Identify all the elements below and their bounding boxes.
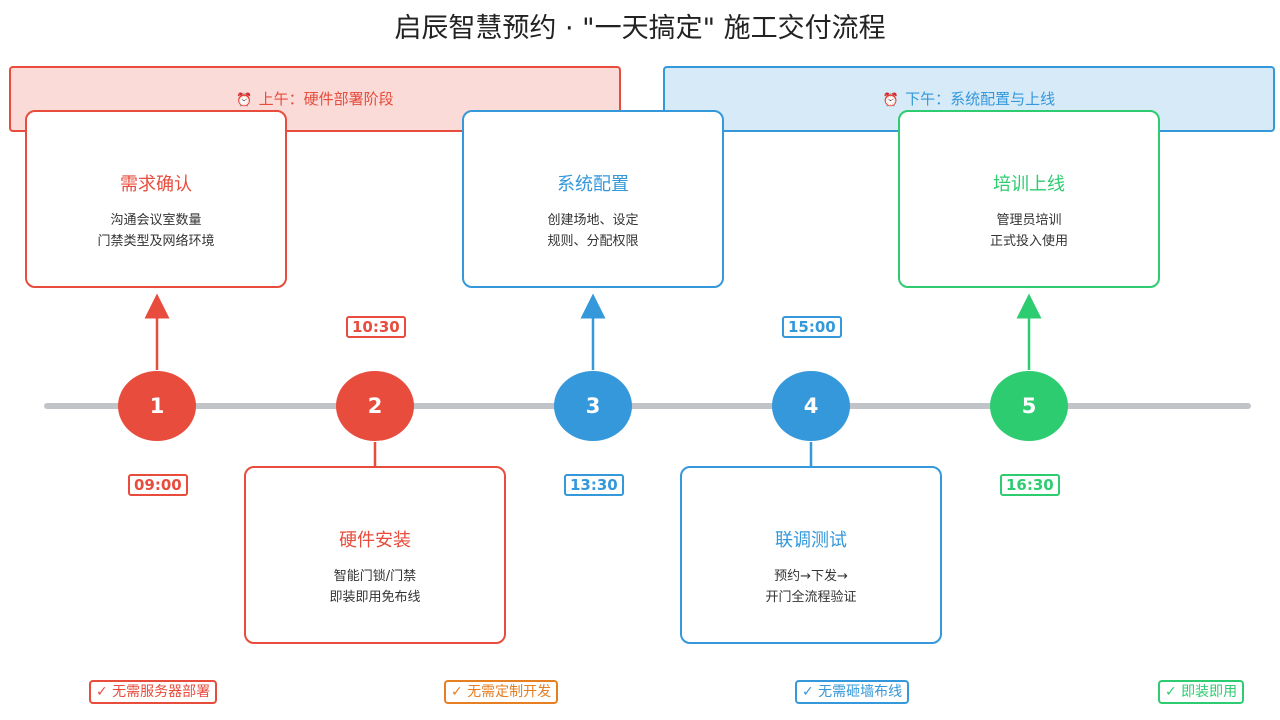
step-title: 联调测试 [775, 530, 847, 551]
step-node-1: 1 [118, 371, 196, 441]
step-desc-line: 创建场地、设定 [547, 213, 639, 228]
step-time: 15:00 [782, 316, 842, 338]
step-card-system-config: 系统配置 创建场地、设定 规则、分配权限 [462, 110, 724, 288]
step-desc-line: 沟通会议室数量 [110, 213, 202, 228]
step-desc-line: 即装即用免布线 [329, 590, 421, 605]
step-card-integration-test: 联调测试 预约→下发→ 开门全流程验证 [680, 466, 942, 644]
step-title: 培训上线 [993, 174, 1065, 195]
timeline-axis [44, 403, 1251, 409]
step-node-3: 3 [554, 371, 632, 441]
step-desc-line: 规则、分配权限 [547, 234, 639, 249]
step-time: 16:30 [1000, 474, 1060, 496]
step-node-2: 2 [336, 371, 414, 441]
step-title: 需求确认 [120, 174, 192, 195]
step-desc-line: 智能门锁/门禁 [333, 569, 417, 584]
step-card-requirements: 需求确认 沟通会议室数量 门禁类型及网络环境 [25, 110, 287, 288]
alarm-clock-icon: ⏰ [236, 93, 253, 108]
step-node-4: 4 [772, 371, 850, 441]
step-card-hardware-install: 硬件安装 智能门锁/门禁 即装即用免布线 [244, 466, 506, 644]
alarm-clock-icon: ⏰ [882, 93, 900, 108]
step-title: 硬件安装 [339, 530, 411, 551]
feature-badge-no-wiring: ✓ 无需砸墙布线 [795, 680, 910, 704]
step-time: 10:30 [346, 316, 406, 338]
feature-badge-no-custom-dev: ✓ 无需定制开发 [444, 680, 559, 704]
step-desc-line: 预约→下发→ [774, 569, 848, 584]
step-node-5: 5 [990, 371, 1068, 441]
feature-badge-no-server: ✓ 无需服务器部署 [89, 680, 218, 704]
step-desc-line: 管理员培训 [996, 213, 1062, 228]
phase-label-afternoon: 下午：系统配置与上线 [905, 90, 1056, 108]
page-title: 启辰智慧预约 · "一天搞定" 施工交付流程 [394, 13, 886, 44]
step-desc-line: 正式投入使用 [989, 234, 1068, 249]
step-title: 系统配置 [557, 174, 629, 195]
phase-label-morning: 上午：硬件部署阶段 [258, 90, 394, 108]
step-desc-line: 门禁类型及网络环境 [97, 234, 215, 249]
step-time: 09:00 [128, 474, 188, 496]
feature-badge-plug-and-play: ✓ 即装即用 [1158, 680, 1245, 704]
step-time: 13:30 [564, 474, 624, 496]
step-desc-line: 开门全流程验证 [765, 590, 857, 605]
step-card-training-launch: 培训上线 管理员培训 正式投入使用 [898, 110, 1160, 288]
